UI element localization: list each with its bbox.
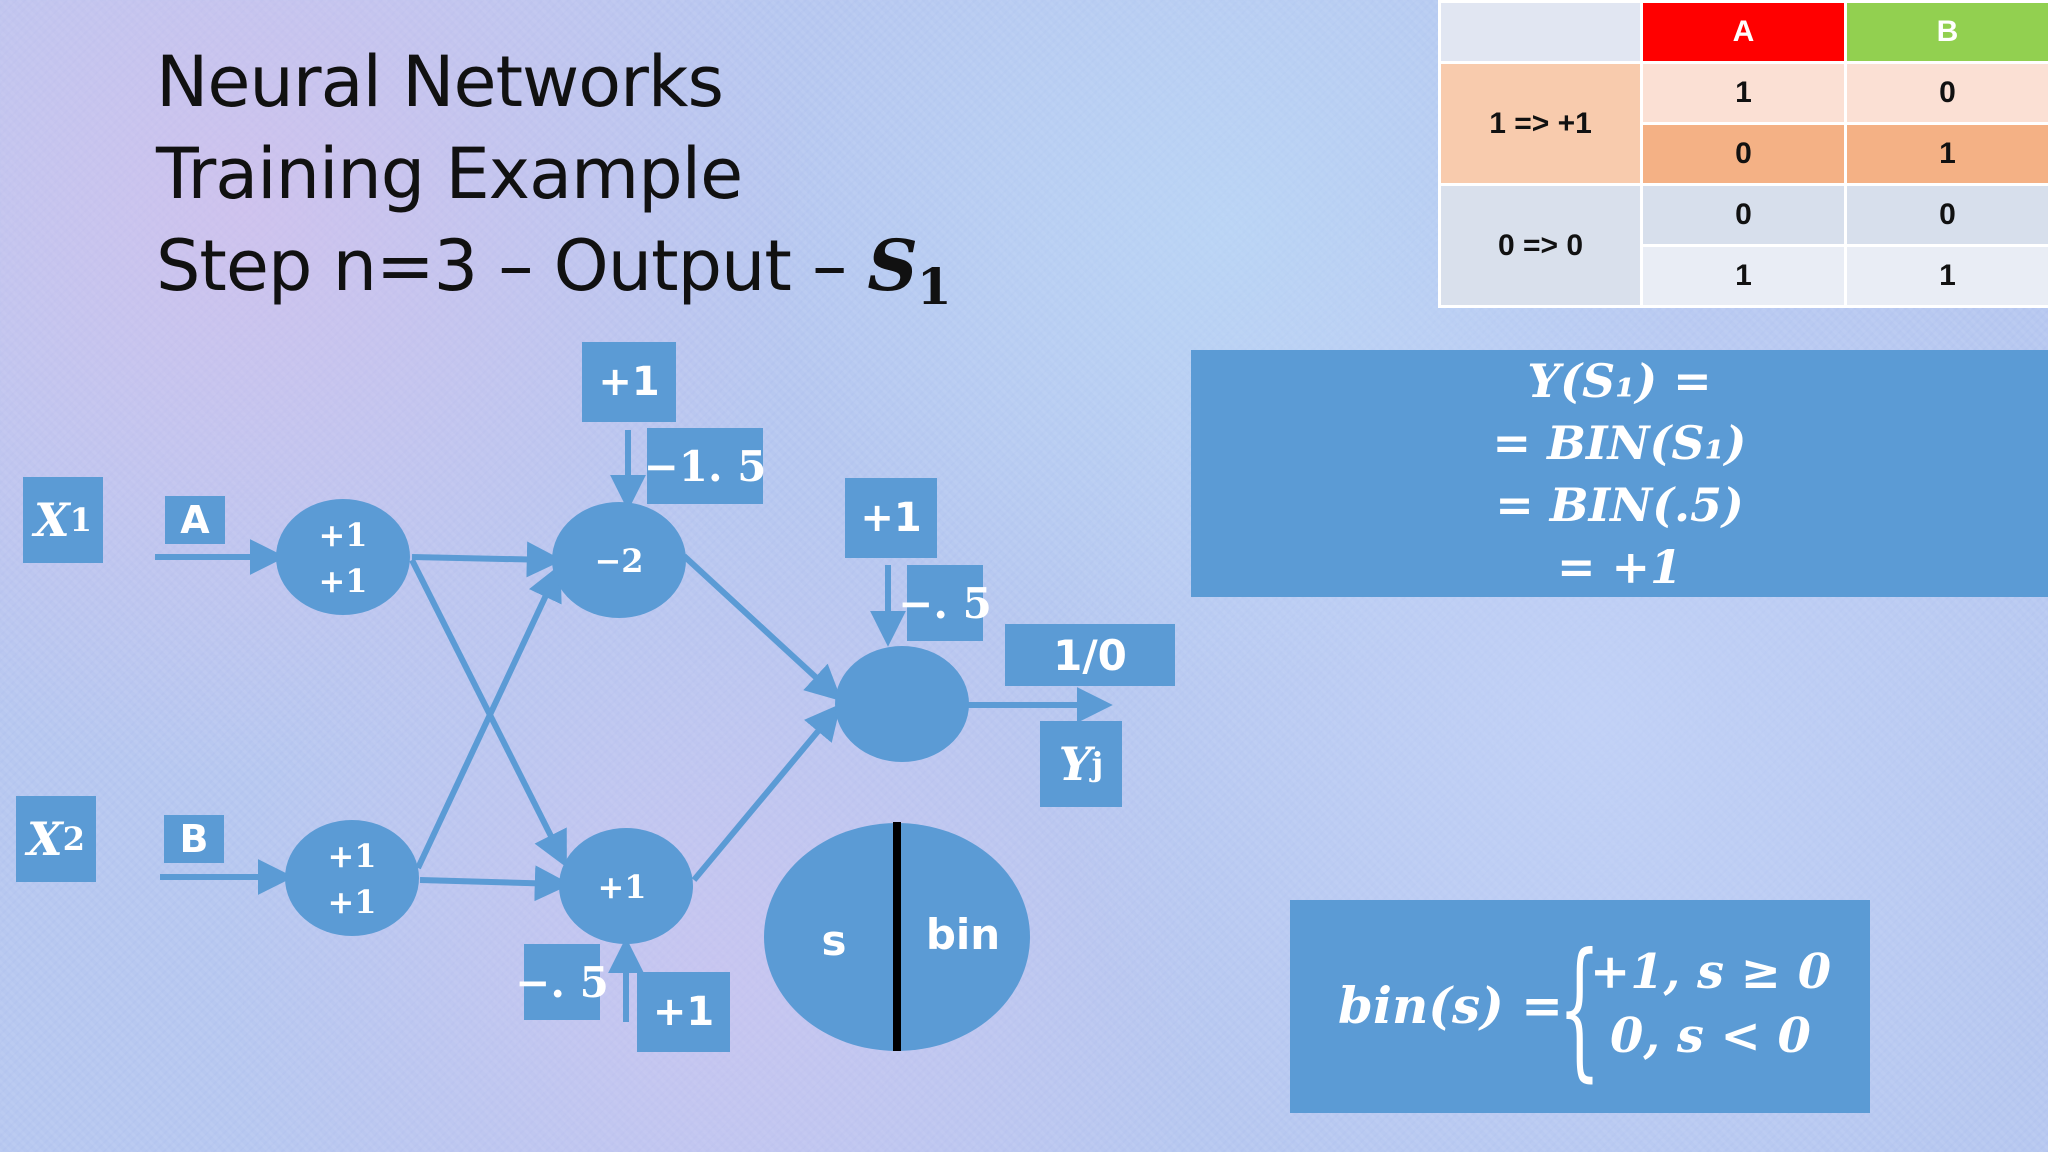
truth-table: A B 1 => +1 1 0 0 1 0 => 0 0 0 1 1 [1438, 0, 2048, 308]
slide-title: Neural Networks Training Example Step n=… [156, 36, 1056, 333]
input-a-box: A [165, 496, 225, 544]
hidden-top-bias-input: +1 [582, 342, 676, 422]
truth-table-header-b: B [1844, 0, 2048, 64]
bin-case-1: +1, s ≥ 0 [1590, 944, 1832, 1000]
neuron-input-b-weights: +1+1 [327, 837, 377, 921]
title-step: Step n=3 – Output – [156, 225, 868, 307]
title-symbol-sub: 1 [916, 257, 952, 316]
output-bias-input: +1 [845, 478, 937, 558]
title-symbol: S [867, 224, 918, 307]
bin-cases: +1, s ≥ 0 0, s < 0 [1590, 940, 1831, 1068]
output-formula-panel: Y(S₁) = = BIN(S₁) = BIN(.5) = +1 [1191, 350, 2048, 597]
hidden-bottom-bias-weight: −. 5 [515, 944, 609, 1020]
bin-lhs: bin(s) = [1338, 976, 1564, 1035]
input-b-box: B [164, 815, 224, 863]
table-cell: 1 [1640, 244, 1847, 308]
activation-legend-s: s [821, 916, 847, 965]
hidden-bottom-bias-input: +1 [637, 972, 730, 1052]
output-bias-weight: −. 5 [898, 565, 992, 641]
neuron-output [835, 646, 969, 762]
arrow-top-to-output [681, 553, 842, 702]
title-line-3: Step n=3 – Output – S1 [156, 220, 1056, 333]
table-cell: 0 [1844, 183, 2048, 247]
arrow-ib-to-bottom [419, 865, 571, 902]
title-line-1: Neural Networks [156, 41, 724, 123]
arrow-ia-to-top [411, 541, 563, 578]
bin-case-2: 0, s < 0 [1610, 1008, 1811, 1064]
table-row: 1 => +1 1 0 [1438, 61, 2048, 186]
table-cell: 0 [1640, 183, 1847, 247]
table-cell: 1 [1844, 122, 2048, 186]
bin-brace: { [1558, 922, 1601, 1096]
table-cell: 0 [1640, 122, 1847, 186]
arrow-ia-to-bottom [409, 558, 567, 868]
activation-legend-bin: bin [925, 910, 1001, 959]
output-value-box: 1/0 [1005, 624, 1175, 686]
formula-row-2: = BIN(S₁) [1492, 416, 1747, 470]
formula-row-4: = +1 [1556, 540, 1683, 594]
table-row: 0 => 0 0 0 [1438, 183, 2048, 308]
truth-table-header-a: A [1640, 0, 1847, 64]
title-line-2: Training Example [156, 133, 743, 215]
table-row: 0 1 [1440, 122, 2048, 186]
neuron-hidden-top-label: −2 [594, 542, 644, 580]
table-cell: 1 [1844, 244, 2048, 308]
truth-table-corner [1438, 0, 1643, 64]
truth-table-header-row: A B [1438, 0, 2048, 64]
truth-table-group-label: 1 => +1 [1438, 61, 1643, 186]
neuron-input-a [276, 499, 410, 615]
table-cell: 0 [1844, 61, 2048, 125]
bin-definition-panel: bin(s) = { +1, s ≥ 0 0, s < 0 [1290, 900, 1870, 1113]
neuron-hidden-bottom [559, 828, 693, 944]
table-row: 1 1 [1440, 244, 2048, 308]
truth-table-group-label: 0 => 0 [1438, 183, 1643, 308]
formula-row-3: = BIN(.5) [1495, 478, 1744, 532]
neuron-input-b [285, 820, 419, 936]
formula-row-1: Y(S₁) = [1527, 354, 1712, 408]
neuron-hidden-bottom-label: +1 [597, 868, 647, 906]
neuron-hidden-top [552, 502, 686, 618]
arrow-bottom-to-output [691, 703, 841, 882]
neuron-input-a-weights: +1+1 [318, 516, 368, 600]
hidden-top-bias-weight: −1. 5 [644, 428, 766, 504]
arrow-ib-to-top [415, 564, 562, 870]
table-cell: 1 [1640, 61, 1847, 125]
